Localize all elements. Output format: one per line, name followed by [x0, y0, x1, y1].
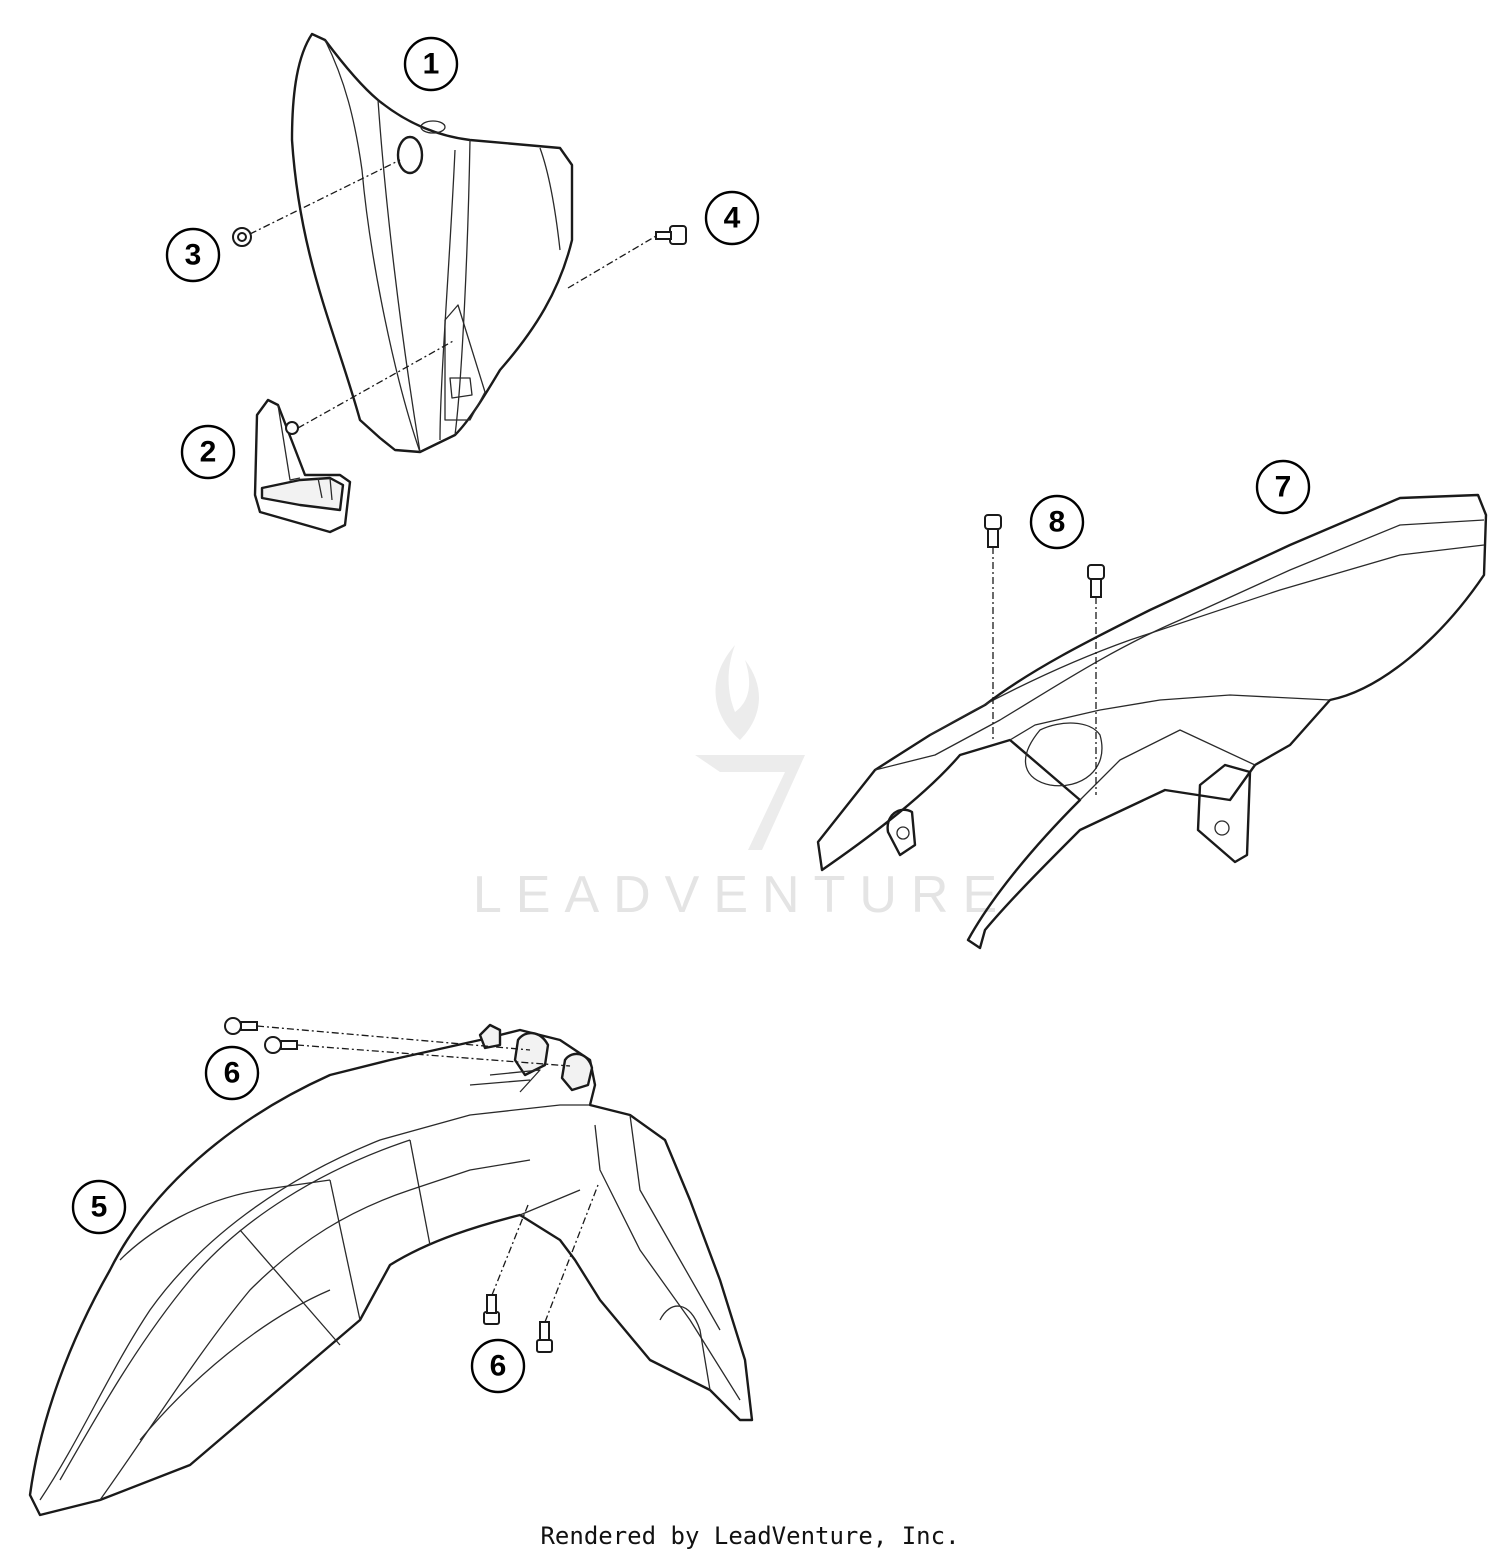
- fastener-8b[interactable]: [1087, 564, 1105, 598]
- leader-lines-rear: [992, 547, 1097, 795]
- callout-label: 4: [724, 202, 741, 235]
- callout-3[interactable]: 3: [165, 227, 221, 283]
- callout-label: 2: [200, 436, 217, 469]
- callout-label: 5: [91, 1191, 108, 1224]
- fastener-6-upper-a[interactable]: [224, 1017, 258, 1035]
- callout-2[interactable]: 2: [180, 424, 236, 480]
- watermark-v-icon: [695, 755, 805, 850]
- callout-6-lower[interactable]: 6: [470, 1338, 526, 1394]
- front-fender[interactable]: [28, 1023, 754, 1517]
- fastener-4[interactable]: [655, 225, 687, 245]
- mount-hole: [396, 135, 424, 175]
- callout-1[interactable]: 1: [403, 36, 459, 92]
- callout-7[interactable]: 7: [1255, 459, 1311, 515]
- fastener-6-upper-b[interactable]: [264, 1036, 298, 1054]
- fastener-6-lower-b[interactable]: [536, 1321, 553, 1353]
- callout-label: 6: [224, 1057, 241, 1090]
- bracket[interactable]: [253, 398, 352, 534]
- callout-6-upper[interactable]: 6: [204, 1045, 260, 1101]
- watermark: LEADVENTURE: [473, 645, 1011, 924]
- footer-credit: Rendered by LeadVenture, Inc.: [540, 1522, 960, 1550]
- callout-label: 7: [1275, 471, 1292, 504]
- callout-4[interactable]: 4: [704, 190, 760, 246]
- watermark-flame-icon: [715, 645, 759, 740]
- callout-label: 1: [423, 48, 440, 81]
- leader-lines-front: [256, 1025, 599, 1323]
- fastener-6-lower-a[interactable]: [483, 1294, 500, 1325]
- callout-8[interactable]: 8: [1029, 494, 1085, 550]
- rear-fender[interactable]: [816, 493, 1488, 950]
- callout-label: 6: [490, 1350, 507, 1383]
- number-plate[interactable]: [290, 32, 574, 454]
- leader-lines-upper: [249, 159, 657, 429]
- fastener-8a[interactable]: [984, 514, 1002, 548]
- callout-5[interactable]: 5: [71, 1179, 127, 1235]
- callout-label: 8: [1049, 506, 1066, 539]
- watermark-text: LEADVENTURE: [473, 866, 1011, 924]
- callout-label: 3: [185, 239, 202, 272]
- fastener-3[interactable]: [232, 227, 252, 247]
